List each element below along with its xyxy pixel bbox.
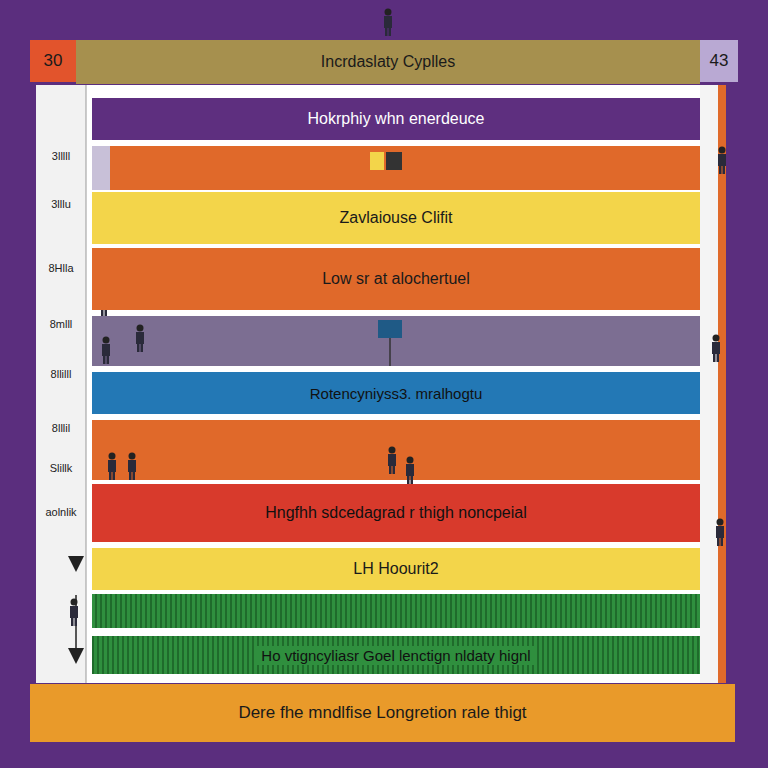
band: Hokrphiy whn enerdeuce	[92, 98, 700, 140]
person-figure	[70, 599, 78, 627]
plain-band	[92, 316, 700, 366]
band-text: Dere fhe mndlfise Longretion rale thigt	[238, 703, 526, 723]
band-text: Hokrphiy whn enerdeuce	[308, 110, 485, 128]
axis-label: 8Hlla	[37, 262, 85, 274]
square-icon	[386, 152, 402, 170]
person-figure	[716, 519, 724, 547]
band-text: 30	[44, 51, 63, 71]
axis-label: 3lllu	[37, 198, 85, 210]
band-text: 43	[710, 51, 729, 71]
band-text: Zavlaiouse Clifit	[340, 209, 453, 227]
band-text: Incrdaslaty Cyplles	[321, 53, 455, 71]
down-arrow	[68, 648, 84, 664]
band: LH Hoourit2	[92, 548, 700, 590]
right-column	[700, 85, 720, 683]
square-icon	[378, 320, 402, 338]
person-figure	[108, 453, 116, 481]
axis-column	[36, 85, 86, 683]
person-figure	[388, 447, 396, 475]
band: Hngfhh sdcedagrad r thigh noncpeial	[92, 484, 700, 542]
person-figure	[712, 335, 720, 363]
title-band: Incrdaslaty Cyplles	[76, 40, 700, 84]
bottom-band: Dere fhe mndlfise Longretion rale thigt	[30, 684, 735, 742]
down-arrow	[68, 556, 84, 572]
band: Rotencyniyss3. mralhogtu	[92, 372, 700, 414]
axis-label: 8llilll	[37, 368, 85, 380]
band-text: Rotencyniyss3. mralhogtu	[310, 385, 483, 402]
person-figure	[102, 337, 110, 365]
plain-band	[92, 146, 700, 190]
band-text: LH Hoourit2	[353, 560, 438, 578]
axis-label: aolnlik	[37, 506, 85, 518]
axis-label: 8mlll	[37, 318, 85, 330]
person-figure	[384, 9, 392, 37]
band-text: Ho vtigncyliasr Goel lenctign nldaty hig…	[257, 646, 534, 665]
band-text: Hngfhh sdcedagrad r thigh noncpeial	[265, 504, 527, 522]
plain-band	[92, 420, 700, 480]
person-figure	[128, 453, 136, 481]
band: Zavlaiouse Clifit	[92, 192, 700, 244]
striped-band: Ho vtigncyliasr Goel lenctign nldaty hig…	[92, 636, 700, 674]
striped-band	[92, 594, 700, 628]
white-frame	[36, 85, 720, 683]
axis-label: 8lllil	[37, 422, 85, 434]
band-text: Low sr at alochertuel	[322, 270, 470, 288]
axis-label: Slillk	[37, 462, 85, 474]
corner-box: 43	[700, 40, 738, 82]
square-icon	[370, 152, 384, 170]
axis-label: 3lllll	[37, 150, 85, 162]
band: Low sr at alochertuel	[92, 248, 700, 310]
person-figure	[406, 457, 414, 485]
corner-box: 30	[30, 40, 76, 82]
person-figure	[718, 147, 726, 175]
person-figure	[136, 325, 144, 353]
